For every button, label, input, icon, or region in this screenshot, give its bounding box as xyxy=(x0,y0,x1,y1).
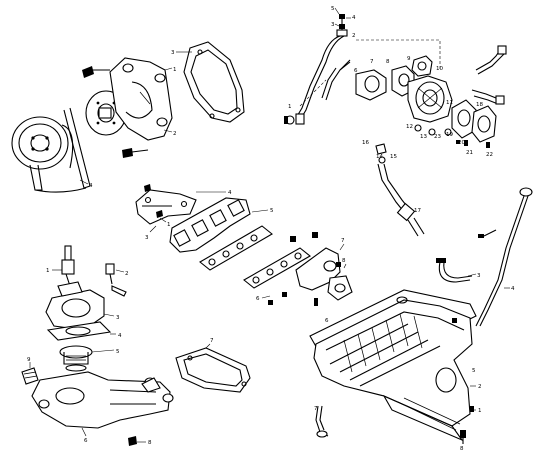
sump-label-4: 4 xyxy=(511,286,515,292)
sump-drain-plug xyxy=(460,430,466,444)
water-pump-assembly: 3 1 2 4 xyxy=(11,41,245,193)
exh-label-6: 6 xyxy=(256,296,260,302)
turbo-label-17: 17 xyxy=(414,208,421,214)
thermo-label-1: 1 xyxy=(46,268,50,274)
turbo-label-9: 9 xyxy=(407,56,411,62)
manifold-gasket-lower xyxy=(243,247,311,289)
drive-belt xyxy=(29,107,91,193)
turbo-label-13: 13 xyxy=(420,134,427,140)
manifold-stud xyxy=(144,184,163,218)
sump-seal-ring xyxy=(315,405,329,438)
banjo-fitting xyxy=(284,113,305,125)
turbo-label-18: 18 xyxy=(476,102,483,108)
thermostat-assembly: 1 2 3 4 xyxy=(21,245,251,446)
turbo-small-parts xyxy=(414,124,490,148)
pump-pulley xyxy=(11,116,74,170)
turbo-label-15: 15 xyxy=(390,154,397,160)
oil-dipstick xyxy=(475,187,533,327)
turbo-actuator xyxy=(411,55,433,77)
turbo-outlet-flange xyxy=(451,99,497,143)
turbo-vent-hose xyxy=(471,45,507,105)
manifold-assembly: 4 5 3 1 7 8 6 xyxy=(135,184,353,305)
turbo-label-5: 5 xyxy=(331,6,335,12)
turbo-label-16: 16 xyxy=(362,140,369,146)
oil-return-pipe xyxy=(321,59,351,101)
turbo-drain-pipe xyxy=(375,143,425,237)
turbo-compressor-housing xyxy=(355,65,415,101)
exh-label-1: 1 xyxy=(167,222,171,228)
oil-sump-assembly: 4 3 xyxy=(309,187,533,452)
manifold-gasket-upper xyxy=(199,225,273,271)
thermo-label-9: 9 xyxy=(27,357,31,363)
turbo-label-23: 23 xyxy=(434,134,441,140)
turbo-label-7: 7 xyxy=(370,59,374,65)
turbo-label-4: 4 xyxy=(352,15,356,21)
pump-bolt-lower xyxy=(122,148,149,158)
oil-sump-pan xyxy=(313,296,473,442)
thermo-label-4: 4 xyxy=(118,333,122,339)
thermostat-cover xyxy=(45,281,105,331)
pump-label-3: 3 xyxy=(171,50,175,56)
thermo-label-7: 7 xyxy=(210,338,214,344)
sump-label-8: 8 xyxy=(460,446,464,452)
sump-bolt-set xyxy=(314,298,474,412)
manifold-bracket xyxy=(135,189,197,225)
turbo-label-21: 21 xyxy=(466,150,473,156)
exh-label-5: 5 xyxy=(270,208,274,214)
turbo-core xyxy=(407,75,453,123)
thermo-label-5: 5 xyxy=(116,349,120,355)
thermo-label-8: 8 xyxy=(148,440,152,446)
turbo-label-1: 1 xyxy=(288,104,292,110)
housing-gasket xyxy=(175,347,251,393)
thermostat-gasket xyxy=(46,321,112,341)
pump-body xyxy=(109,57,173,141)
oil-feed-pipe xyxy=(295,14,348,121)
turbo-label-3: 3 xyxy=(331,22,335,28)
sump-label-1: 1 xyxy=(478,408,482,414)
turbo-label-6: 6 xyxy=(354,68,358,74)
exhaust-manifold xyxy=(169,197,251,253)
pump-label-1: 1 xyxy=(173,67,177,73)
turbo-label-20: 20 xyxy=(458,140,465,146)
sump-label-3: 3 xyxy=(477,273,481,279)
exh-label-8: 8 xyxy=(342,258,346,264)
manifold-nuts xyxy=(268,232,341,305)
pump-label-2: 2 xyxy=(173,131,177,137)
turbo-label-22: 22 xyxy=(486,152,493,158)
turbo-label-19: 19 xyxy=(446,132,453,138)
housing-bolt xyxy=(128,436,137,446)
exhaust-elbow xyxy=(295,247,353,301)
turbocharger-assembly: 5 4 3 2 1 7 8 9 10 6 12 13 23 19 11 20 2… xyxy=(284,6,507,237)
breather-hose xyxy=(436,258,473,283)
thermo-label-2: 2 xyxy=(125,271,129,277)
turbo-label-14: 14 xyxy=(376,154,383,160)
turbo-label-2: 2 xyxy=(352,33,356,39)
temperature-sender: 1 xyxy=(46,245,75,287)
turbo-label-8: 8 xyxy=(386,59,390,65)
thermostat-housing xyxy=(31,371,174,429)
thermo-label-3: 3 xyxy=(116,315,120,321)
turbo-label-12: 12 xyxy=(406,124,413,130)
pump-gasket xyxy=(183,41,245,123)
thermo-sensor-clip: 2 xyxy=(105,263,129,297)
dipstick-clip xyxy=(478,229,497,238)
thermostat-valve xyxy=(59,345,93,372)
exh-label-7: 7 xyxy=(341,238,345,244)
exh-label-3: 3 xyxy=(145,235,149,241)
sump-label-5: 5 xyxy=(472,368,476,374)
pump-label-4: 4 xyxy=(89,183,93,189)
turbo-label-11: 11 xyxy=(446,100,453,106)
sump-label-7: 7 xyxy=(314,406,318,412)
turbo-label-10: 10 xyxy=(436,66,443,72)
pump-bolt-top xyxy=(82,66,110,78)
thermo-label-6: 6 xyxy=(84,438,88,444)
thermo-sensor-left xyxy=(21,367,39,385)
exh-label-4: 4 xyxy=(228,190,232,196)
sump-label-2: 2 xyxy=(478,384,482,390)
sump-label-6: 6 xyxy=(325,318,329,324)
